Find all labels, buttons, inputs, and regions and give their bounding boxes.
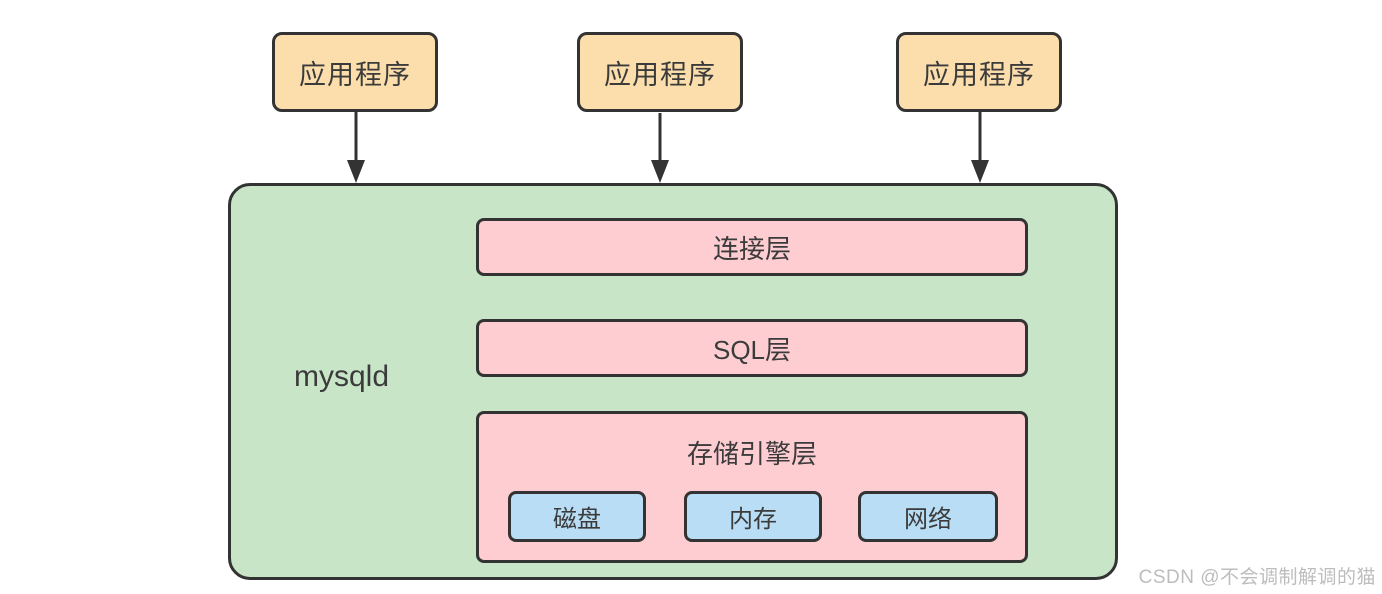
engine-box-disk: 磁盘 bbox=[508, 491, 646, 542]
engine-box-network: 网络 bbox=[858, 491, 998, 542]
layer-storage-engine-label: 存储引擎层 bbox=[686, 439, 817, 469]
watermark: CSDN @不会调制解调的猫 bbox=[1138, 567, 1376, 588]
mysqld-label: mysqld bbox=[294, 360, 390, 393]
engine-box-disk-label: 磁盘 bbox=[553, 506, 601, 533]
arrow-down-2 bbox=[651, 113, 669, 183]
layer-connection: 连接层 bbox=[476, 218, 1028, 276]
layer-sql-label: SQL层 bbox=[712, 334, 792, 365]
application-box-label: 应用程序 bbox=[604, 59, 716, 90]
application-box-1: 应用程序 bbox=[272, 32, 438, 112]
layer-sql: SQL层 bbox=[476, 319, 1028, 377]
layer-storage-engine: 存储引擎层 磁盘 内存 网络 bbox=[476, 411, 1028, 563]
application-box-label: 应用程序 bbox=[923, 59, 1035, 90]
mysqld-container: mysqld 连接层 SQL层 存储引擎层 磁盘 内存 网络 bbox=[228, 183, 1118, 580]
layer-connection-label: 连接层 bbox=[712, 233, 791, 264]
engine-box-network-label: 网络 bbox=[904, 506, 952, 533]
application-box-label: 应用程序 bbox=[299, 59, 411, 90]
application-box-3: 应用程序 bbox=[896, 32, 1062, 112]
application-box-2: 应用程序 bbox=[577, 32, 743, 112]
arrow-down-1 bbox=[347, 112, 365, 183]
engine-box-memory: 内存 bbox=[684, 491, 822, 542]
arrow-down-3 bbox=[971, 112, 989, 183]
engine-box-memory-label: 内存 bbox=[729, 506, 777, 533]
